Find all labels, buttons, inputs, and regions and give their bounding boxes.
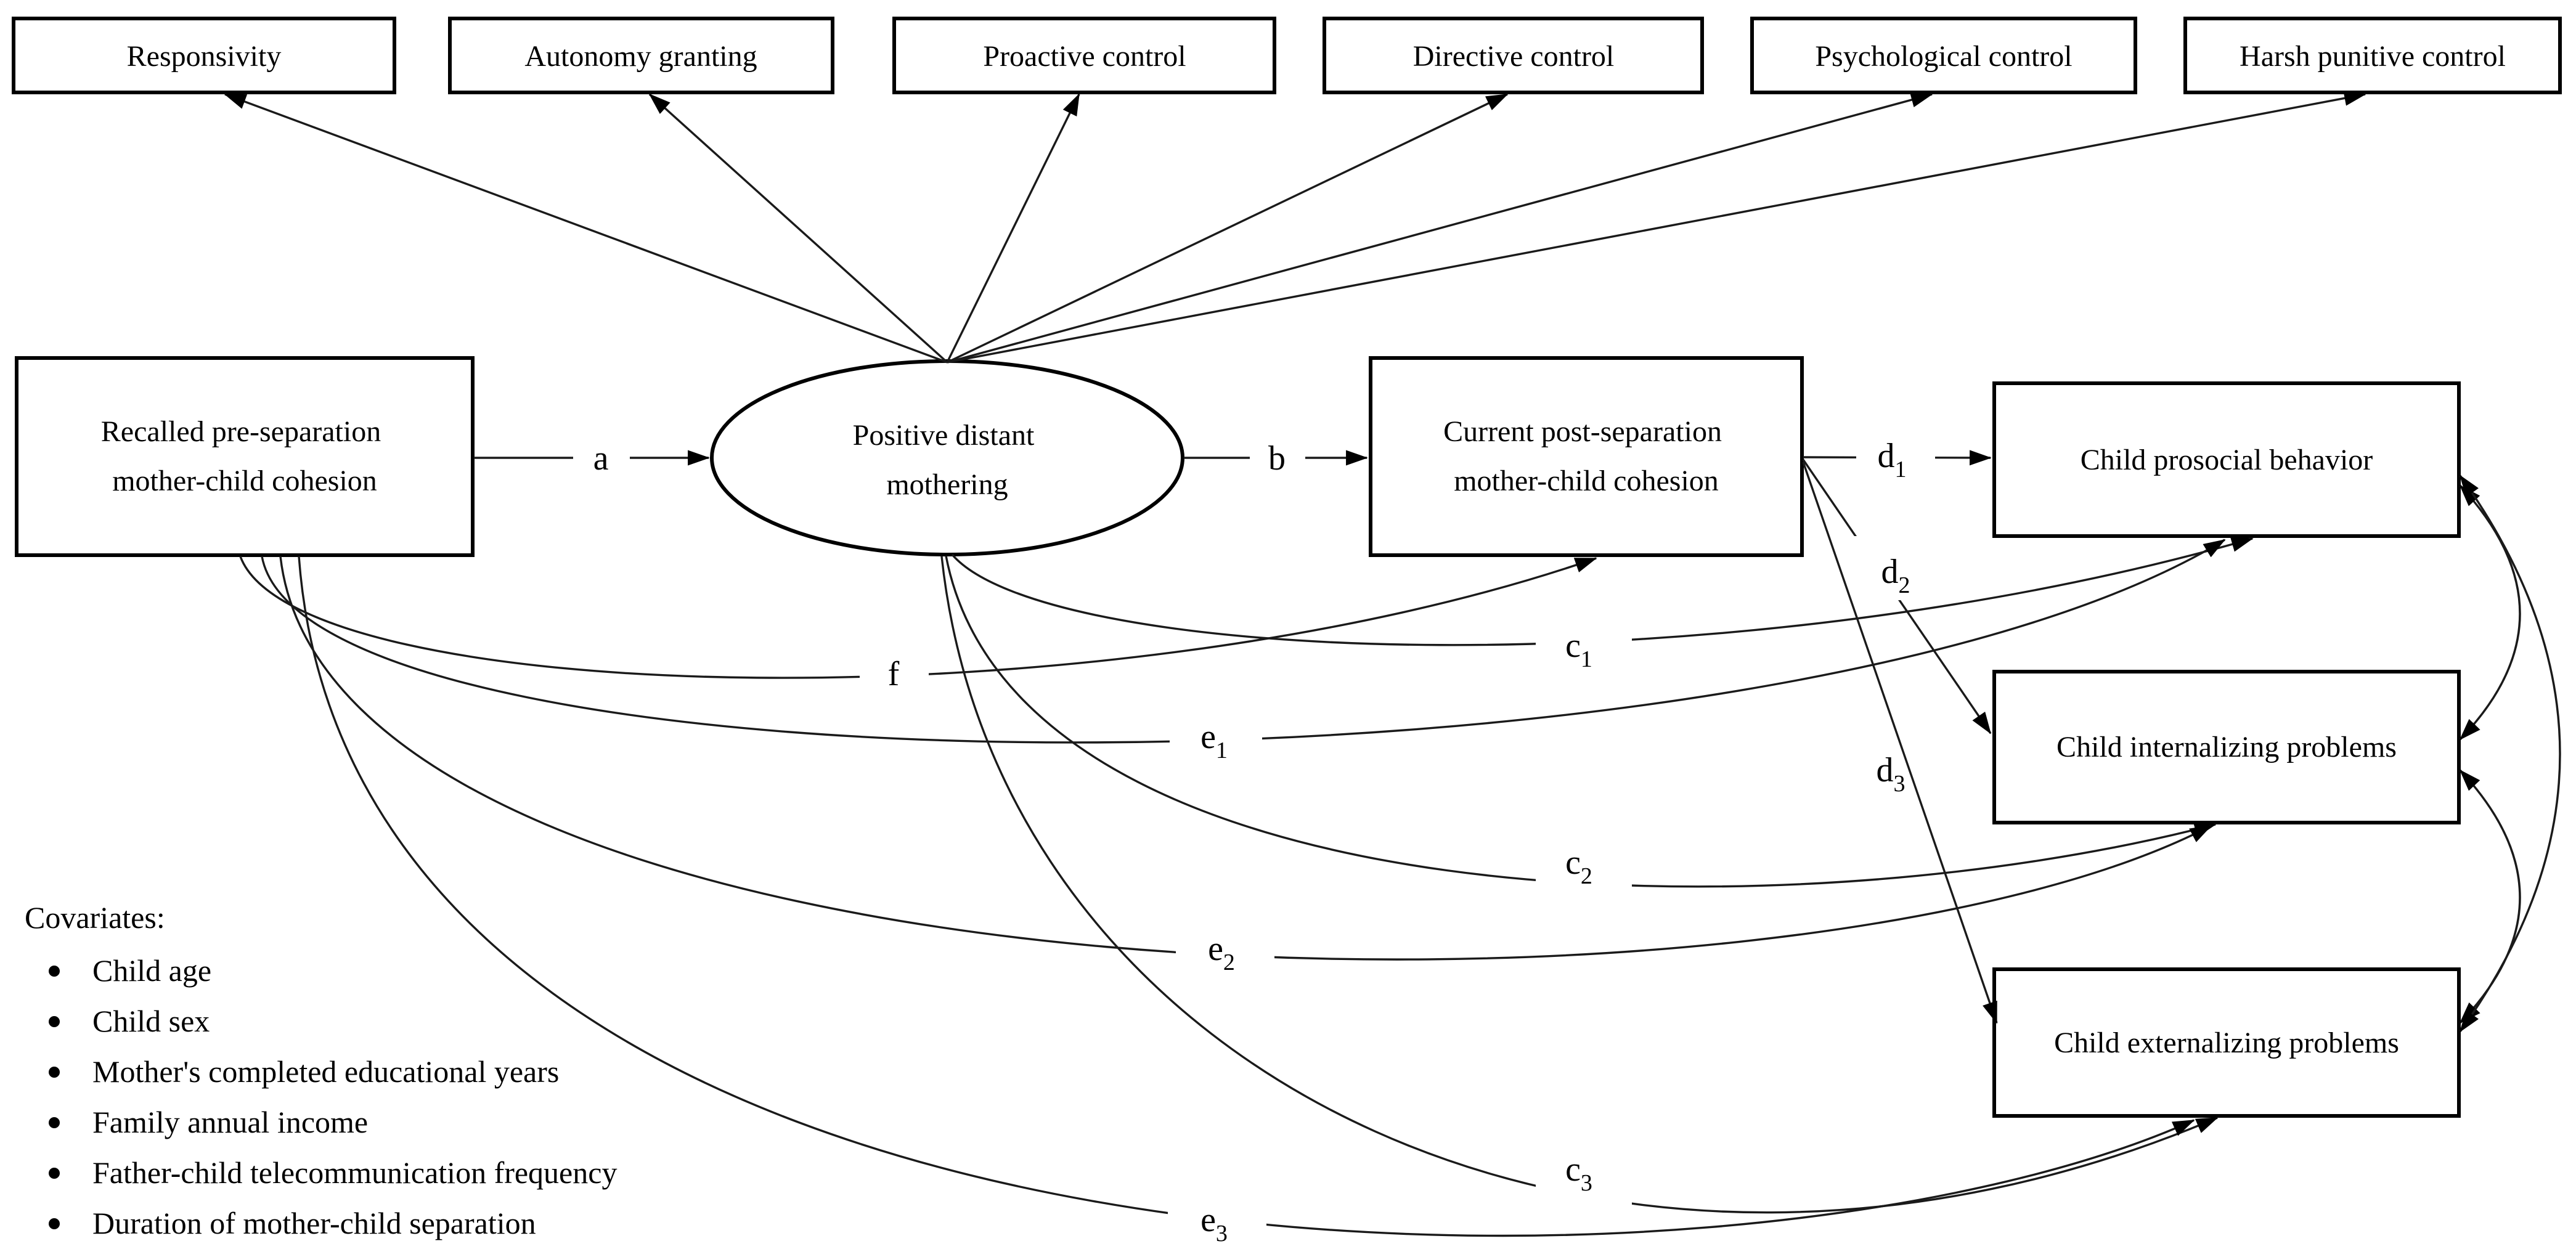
node-current-cohesion-box bbox=[1369, 356, 1804, 557]
loading-line-proactive-control bbox=[946, 93, 1080, 363]
node-autonomy-granting-box bbox=[448, 17, 834, 94]
node-current-cohesion-label: Current post-separation mother-child coh… bbox=[1443, 415, 1729, 497]
label-gaps bbox=[573, 426, 1938, 1241]
node-child-internalizing-label: Child internalizing problems bbox=[2056, 731, 2397, 763]
path-label-c3: c3 bbox=[1565, 1150, 1592, 1196]
covariate-item: Duration of mother-child separation bbox=[92, 1206, 536, 1240]
bullet-icon bbox=[49, 1067, 60, 1078]
node-positive-distant-mothering-ellipse bbox=[710, 359, 1184, 556]
path-e3-curve bbox=[298, 556, 2195, 1237]
node-autonomy-granting-label: Autonomy granting bbox=[524, 40, 757, 73]
covariates-block: Covariates: Child age Child sex Mother's… bbox=[25, 900, 617, 1240]
path-label-c1: c1 bbox=[1565, 627, 1592, 672]
label-gap bbox=[1536, 615, 1632, 681]
loading-line-directive-control bbox=[947, 93, 1509, 364]
node-harsh-punitive-control-label: Harsh punitive control bbox=[2240, 40, 2506, 73]
node-psychological-control-box bbox=[1750, 17, 2137, 94]
loading-line-responsivity bbox=[224, 93, 948, 364]
label-gap bbox=[1170, 709, 1262, 770]
node-directive-control-box bbox=[1323, 17, 1704, 94]
path-e2-curve bbox=[279, 556, 2212, 961]
label-gap bbox=[1176, 918, 1274, 982]
node-harsh-punitive-control-box bbox=[2183, 17, 2562, 94]
label-gap bbox=[1536, 832, 1632, 898]
outcome-correlations bbox=[2459, 474, 2561, 1033]
loading-line-harsh-punitive-control bbox=[947, 91, 2366, 364]
path-label-d1: d1 bbox=[1878, 437, 1907, 482]
covariate-item: Father-child telecommunication frequency bbox=[92, 1155, 617, 1190]
label-gap bbox=[1854, 536, 1938, 600]
path-label-b: b bbox=[1268, 439, 1286, 478]
path-label-f: f bbox=[888, 655, 900, 693]
path-f-curve bbox=[239, 556, 1597, 679]
node-proactive-control-box bbox=[892, 17, 1276, 94]
node-child-externalizing-label: Child externalizing problems bbox=[2054, 1027, 2399, 1059]
path-labels: a b f d1 d2 d3 c1 e1 c2 e2 c3 e3 bbox=[593, 437, 1910, 1247]
structural-paths bbox=[239, 450, 2254, 1237]
node-child-prosocial-label: Child prosocial behavior bbox=[2081, 444, 2373, 476]
loading-line-autonomy-granting bbox=[648, 93, 948, 364]
bullet-icon bbox=[49, 1218, 60, 1229]
bullet-icon bbox=[49, 1117, 60, 1128]
path-label-d3: d3 bbox=[1877, 751, 1906, 797]
node-responsivity-label: Responsivity bbox=[127, 40, 282, 73]
path-c3-curve bbox=[940, 556, 2219, 1214]
path-e1-curve bbox=[261, 539, 2226, 744]
node-child-externalizing-box bbox=[1992, 967, 2461, 1118]
path-label-a: a bbox=[593, 439, 609, 478]
path-c2-curve bbox=[945, 555, 2217, 888]
bullet-icon bbox=[49, 1168, 60, 1179]
loading-arrows bbox=[224, 91, 2366, 364]
path-d3-line bbox=[1802, 462, 1998, 1024]
path-label-e2: e2 bbox=[1208, 930, 1235, 975]
node-recalled-cohesion-label: Recalled pre-separation mother-child coh… bbox=[101, 415, 388, 497]
node-recalled-cohesion-box bbox=[15, 356, 475, 557]
covariate-item: Child age bbox=[92, 953, 211, 988]
path-label-e3: e3 bbox=[1200, 1201, 1228, 1247]
main-nodes: Recalled pre-separation mother-child coh… bbox=[15, 356, 2461, 1118]
covariates-title: Covariates: bbox=[25, 900, 165, 935]
label-gap bbox=[1856, 426, 1935, 486]
node-directive-control-label: Directive control bbox=[1413, 40, 1615, 73]
bullet-icon bbox=[49, 966, 60, 977]
node-positive-distant-mothering-label: Positive distant mothering bbox=[853, 419, 1042, 501]
corr-prosocial-internalizing-arc bbox=[2459, 484, 2521, 741]
path-label-d2: d2 bbox=[1881, 553, 1910, 598]
covariate-item: Mother's completed educational years bbox=[92, 1054, 559, 1089]
label-gap bbox=[1250, 430, 1305, 486]
indicator-nodes: Responsivity Autonomy granting Proactive… bbox=[12, 17, 2562, 94]
covariate-item: Child sex bbox=[92, 1004, 210, 1038]
label-gap bbox=[573, 430, 630, 486]
path-c1-curve bbox=[951, 537, 2254, 646]
node-psychological-control-label: Psychological control bbox=[1815, 40, 2072, 73]
covariate-item: Family annual income bbox=[92, 1105, 368, 1139]
node-child-prosocial-box bbox=[1992, 381, 2461, 538]
path-label-e1: e1 bbox=[1200, 718, 1228, 763]
node-proactive-control-label: Proactive control bbox=[983, 40, 1186, 73]
corr-prosocial-externalizing-arc bbox=[2459, 474, 2561, 1033]
loading-line-psychological-control bbox=[947, 92, 1933, 364]
node-child-internalizing-box bbox=[1992, 670, 2461, 824]
node-responsivity-box bbox=[12, 17, 396, 94]
bullet-icon bbox=[49, 1016, 60, 1027]
label-gap bbox=[1168, 1189, 1266, 1241]
label-gap bbox=[860, 643, 929, 705]
label-gap bbox=[1536, 1139, 1632, 1205]
path-label-c2: c2 bbox=[1565, 844, 1592, 889]
